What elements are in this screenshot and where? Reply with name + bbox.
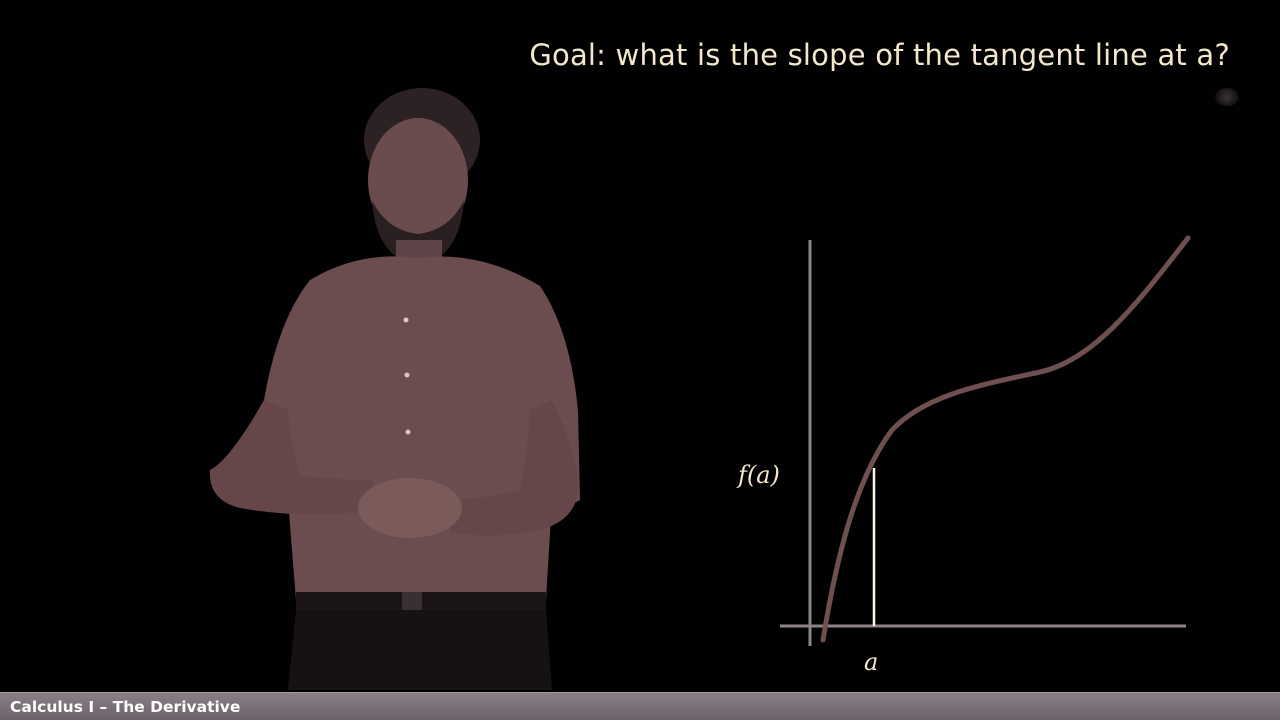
presenter-hands: [358, 478, 462, 538]
footer-bar: Calculus I – The Derivative: [0, 692, 1280, 720]
presenter-buckle: [402, 592, 422, 612]
presenter-right-arm: [450, 400, 579, 536]
function-curve: [820, 235, 1191, 643]
presenter-left-arm: [209, 400, 374, 515]
fa-label: f(a): [738, 461, 780, 489]
course-title: Calculus I – The Derivative: [10, 698, 241, 716]
presenter-face: [368, 118, 468, 242]
lens-glint: [1215, 88, 1239, 106]
shirt-button: [404, 372, 410, 378]
function-graph: [780, 235, 1191, 646]
presenter: [209, 88, 580, 690]
shirt-button: [403, 317, 409, 323]
slide-title: Goal: what is the slope of the tangent l…: [529, 38, 1230, 72]
shirt-button: [405, 429, 411, 435]
a-label: a: [864, 648, 879, 676]
presenter-trousers: [288, 610, 552, 690]
